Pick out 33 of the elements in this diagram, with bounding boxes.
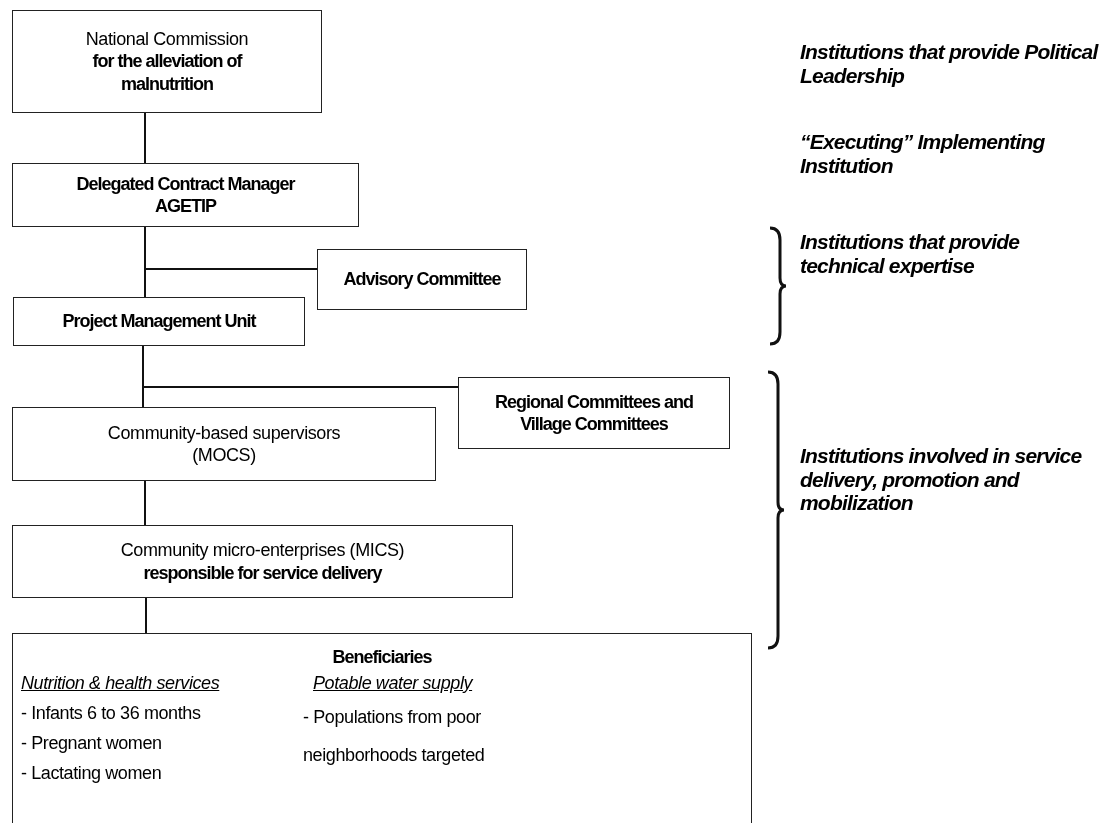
connector-line — [142, 345, 459, 388]
list-item: - Infants 6 to 36 months — [21, 702, 201, 725]
level-label: Institutions that provide Political Leadership — [800, 40, 1100, 88]
box-text: Project Management Unit — [62, 310, 256, 333]
box-text: Delegated Contract Manager AGETIP — [75, 172, 297, 218]
column-heading: Potable water supply — [313, 672, 473, 695]
process-box — [13, 297, 305, 346]
list-item: - Pregnant women — [21, 732, 162, 755]
box-text: Advisory Committee — [343, 268, 501, 291]
box-text: Regional Committees and Village Committees — [493, 390, 694, 436]
process-box — [12, 407, 436, 481]
level-label: Institutions that provide technical expertise — [800, 230, 1021, 278]
committee-box — [317, 249, 527, 310]
box-text: Community-based supervisors (MOCS) — [106, 421, 342, 467]
box-text: for the alleviation of malnutrition — [91, 50, 244, 96]
connector-line — [144, 226, 318, 270]
beneficiaries-box — [12, 633, 752, 823]
connector-line — [144, 112, 146, 164]
box-text: Community micro-enterprises (MICS) — [120, 539, 405, 562]
list-item: - Lactating women — [21, 762, 162, 785]
committee-box — [458, 377, 730, 449]
level-label: “Executing” Implementing Institution — [800, 130, 1046, 178]
level-label: Institutions involved in service delivery, promotion and mobilization — [800, 444, 1083, 515]
heading: Beneficiaries — [331, 646, 433, 669]
process-box — [12, 10, 322, 113]
process-box — [12, 525, 513, 598]
connector-line — [144, 480, 146, 526]
list-item: - Populations from poor neighborhoods targeted — [303, 706, 486, 767]
column-heading: Nutrition & health services — [21, 672, 220, 695]
box-text: responsible for service delivery — [143, 561, 382, 584]
connector-line — [145, 597, 147, 634]
box-text: National Commission — [85, 27, 249, 51]
process-box — [12, 163, 359, 227]
